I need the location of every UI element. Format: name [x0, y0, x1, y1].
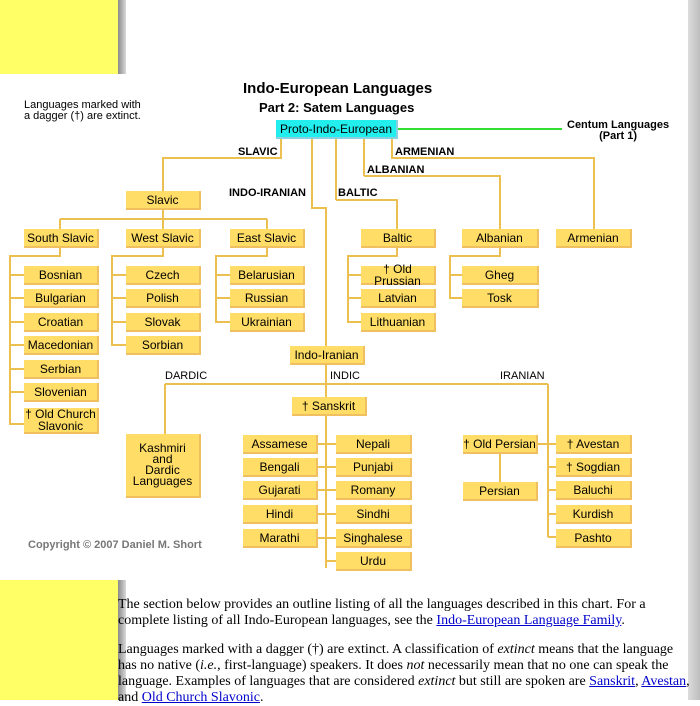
- node-hindi[interactable]: Hindi: [243, 505, 318, 524]
- node-baltic[interactable]: Baltic: [361, 229, 436, 248]
- node-pashto[interactable]: Pashto: [556, 529, 632, 548]
- branch-label-indic: INDIC: [330, 370, 360, 382]
- margin-bottom-shadow: [118, 580, 126, 700]
- extinct-text-d: necessarily mean that no one can speak t…: [118, 658, 669, 689]
- node-old-persian[interactable]: † Old Persian: [463, 435, 538, 454]
- extinct-term: extinct: [497, 642, 535, 657]
- old-church-slavonic-link[interactable]: Old Church Slavonic: [141, 690, 260, 705]
- avestan-link[interactable]: Avestan: [641, 674, 687, 689]
- not-term: not: [406, 658, 425, 673]
- node-punjabi[interactable]: Punjabi: [336, 458, 412, 477]
- ie-abbrev: i.e.: [200, 658, 218, 673]
- extinct-end: .: [259, 690, 264, 705]
- branch-label-albanian: ALBANIAN: [367, 164, 425, 176]
- node-kashmiri-dardic[interactable]: Kashmiri and Dardic Languages: [126, 434, 201, 498]
- node-bengali[interactable]: Bengali: [243, 458, 318, 477]
- extinct-text-c: , first-language) speakers. It does: [217, 658, 407, 673]
- node-singhalese[interactable]: Singhalese: [336, 529, 412, 548]
- node-old-church-slavonic[interactable]: † Old Church Slavonic: [24, 408, 99, 434]
- intro-end: .: [621, 613, 625, 628]
- ie-family-link[interactable]: Indo-European Language Family: [436, 613, 622, 628]
- node-czech[interactable]: Czech: [126, 266, 201, 285]
- extinct-paragraph: Languages marked with a dagger (†) are e…: [118, 642, 690, 706]
- node-sorbian[interactable]: Sorbian: [126, 336, 201, 355]
- node-south-slavic[interactable]: South Slavic: [24, 229, 99, 248]
- node-russian[interactable]: Russian: [230, 289, 305, 308]
- node-romany[interactable]: Romany: [336, 481, 412, 500]
- node-assamese[interactable]: Assamese: [243, 435, 318, 454]
- node-albanian[interactable]: Albanian: [462, 229, 539, 248]
- branch-label-dardic: DARDIC: [165, 370, 208, 382]
- copyright: Copyright © 2007 Daniel M. Short: [28, 539, 202, 551]
- extinct-text-a: Languages marked with a dagger (†) are e…: [118, 642, 498, 657]
- chart-title: Indo-European Languages: [243, 80, 433, 97]
- extinct-note-line2: a dagger (†) are extinct.: [24, 110, 141, 122]
- extinct-text-b: means that the language has no native (: [118, 642, 674, 673]
- node-sanskrit[interactable]: † Sanskrit: [292, 397, 367, 416]
- node-gujarati[interactable]: Gujarati: [243, 481, 318, 500]
- extinct-note: Languages marked with a dagger (†) are e…: [24, 100, 141, 122]
- node-lithuanian[interactable]: Lithuanian: [361, 313, 436, 332]
- node-proto-indo-european[interactable]: Proto-Indo-European: [276, 120, 398, 139]
- extinct-text-e: but still are spoken are: [455, 674, 590, 689]
- node-bulgarian[interactable]: Bulgarian: [24, 289, 99, 308]
- node-east-slavic[interactable]: East Slavic: [230, 229, 305, 248]
- centum-label-line1: Centum Languages: [567, 119, 670, 131]
- node-ukrainian[interactable]: Ukrainian: [230, 313, 305, 332]
- node-nepali[interactable]: Nepali: [336, 435, 412, 454]
- intro-text: The section below provides an outline li…: [118, 597, 646, 628]
- node-marathi[interactable]: Marathi: [243, 529, 318, 548]
- margin-bottom: [0, 580, 118, 700]
- node-west-slavic[interactable]: West Slavic: [126, 229, 201, 248]
- margin-top: [0, 0, 118, 74]
- node-persian[interactable]: Persian: [463, 482, 538, 501]
- branch-label-armenian: ARMENIAN: [395, 146, 455, 158]
- node-croatian[interactable]: Croatian: [24, 313, 99, 332]
- node-urdu[interactable]: Urdu: [336, 552, 412, 571]
- node-slavic[interactable]: Slavic: [126, 191, 201, 210]
- intro-paragraph: The section below provides an outline li…: [118, 597, 690, 629]
- node-baluchi[interactable]: Baluchi: [556, 481, 632, 500]
- node-belarusian[interactable]: Belarusian: [230, 266, 305, 285]
- node-sindhi[interactable]: Sindhi: [336, 505, 412, 524]
- sep-1: ,: [635, 674, 642, 689]
- branch-label-iranian: IRANIAN: [500, 370, 545, 382]
- branch-label-indo-iranian: INDO-IRANIAN: [229, 187, 306, 199]
- node-gheg[interactable]: Gheg: [462, 266, 539, 285]
- node-slovak[interactable]: Slovak: [126, 313, 201, 332]
- centum-label[interactable]: Centum Languages (Part 1): [567, 120, 669, 142]
- node-avestan[interactable]: † Avestan: [556, 435, 632, 454]
- node-latvian[interactable]: Latvian: [361, 289, 436, 308]
- node-old-prussian[interactable]: † Old Prussian: [361, 263, 436, 287]
- node-polish[interactable]: Polish: [126, 289, 201, 308]
- node-slovenian[interactable]: Slovenian: [24, 383, 99, 402]
- margin-top-shadow: [118, 0, 126, 74]
- node-indo-iranian[interactable]: Indo-Iranian: [290, 346, 365, 365]
- extinct-term-2: extinct: [418, 674, 456, 689]
- node-sogdian[interactable]: † Sogdian: [556, 458, 632, 477]
- node-bosnian[interactable]: Bosnian: [24, 266, 99, 285]
- node-serbian[interactable]: Serbian: [24, 360, 99, 379]
- extinct-note-line1: Languages marked with: [24, 99, 141, 111]
- branch-label-baltic: BALTIC: [338, 187, 378, 199]
- chart-subtitle: Part 2: Satem Languages: [259, 100, 415, 115]
- branch-label-slavic: SLAVIC: [238, 146, 278, 158]
- node-armenian[interactable]: Armenian: [556, 229, 632, 248]
- node-kurdish[interactable]: Kurdish: [556, 505, 632, 524]
- sanskrit-link[interactable]: Sanskrit: [589, 674, 636, 689]
- node-tosk[interactable]: Tosk: [462, 289, 539, 308]
- node-macedonian[interactable]: Macedonian: [24, 336, 99, 355]
- right-shadow: [688, 0, 700, 700]
- centum-label-line2: (Part 1): [599, 130, 637, 142]
